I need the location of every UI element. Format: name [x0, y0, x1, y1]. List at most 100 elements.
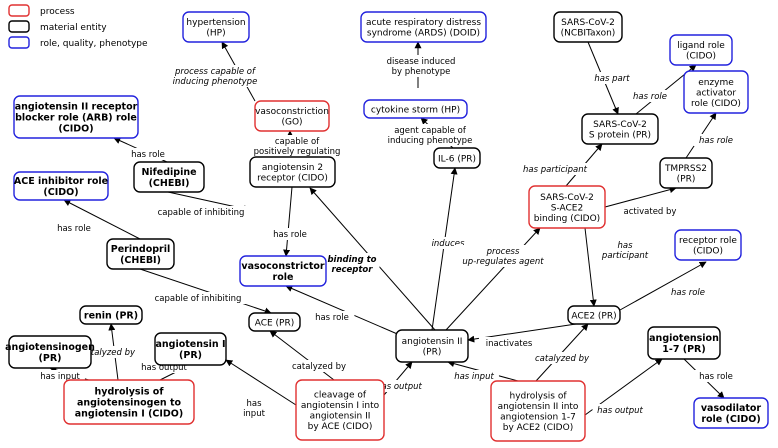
node-perindopril: Perindopril(CHEBI) [106, 238, 175, 270]
edge-label: induces [432, 239, 465, 249]
node-nifedipine: Nifedipine(CHEBI) [133, 161, 205, 193]
node-box [79, 305, 143, 325]
edge-label: by phenotype [392, 67, 451, 77]
node-vasoconstriction: vasoconstriction(GO) [254, 100, 330, 132]
node-label: (CIDO) [686, 52, 716, 62]
node-label: (NCBITaxon) [561, 29, 616, 39]
edge-label-background [594, 239, 656, 261]
node-box [553, 11, 623, 43]
node-box [133, 161, 205, 193]
node-label: (PR) [423, 348, 442, 358]
edge-binding-ace2 [584, 227, 597, 307]
edge-label: receptor [332, 265, 374, 275]
node-il6: IL-6 (PR) [433, 147, 481, 169]
edge-label-background [693, 134, 739, 146]
node-label: angiotensin I (CIDO) [75, 408, 183, 419]
node-box [13, 95, 139, 139]
edge-label-background [589, 72, 635, 84]
edge-label: has role [273, 230, 307, 240]
node-box [106, 238, 175, 270]
edge-label-background [167, 65, 263, 87]
edge-label: capable of [275, 137, 320, 147]
node-label: vasodilator [701, 403, 762, 414]
edge-label: process capable of [174, 67, 257, 77]
edge-per-aceinh [63, 199, 141, 240]
node-box [295, 379, 385, 441]
node-label: role [273, 272, 294, 283]
node-label: receptor (CIDO) [257, 174, 328, 184]
edge-label: has input [40, 372, 80, 382]
node-label: cleavage of [314, 391, 367, 401]
node-label: (HP) [206, 29, 225, 39]
edge-label: has [246, 399, 262, 409]
edge-label-background [627, 90, 673, 102]
node-label: angiotension 1-7 [500, 413, 576, 423]
edge-label: has role [699, 136, 733, 146]
edge-label: process [486, 247, 520, 257]
node-box [433, 147, 481, 169]
node-box [363, 99, 468, 119]
node-label: S-ACE2 [551, 203, 583, 213]
edge-label: has output [376, 382, 422, 392]
edge-label: has output [141, 363, 187, 373]
node-box [490, 380, 586, 442]
edge-label: has role [699, 372, 733, 382]
edge-label-background [382, 124, 478, 146]
edge-label-background [380, 55, 462, 77]
node-label: binding (CIDO) [534, 214, 600, 224]
node-ace: ACE (PR) [248, 312, 301, 332]
node-label: syndrome (ARDS) (DOID) [367, 29, 480, 39]
edge-label-background [455, 245, 551, 267]
node-ligand-role: ligand role(CIDO) [669, 34, 733, 66]
node-box [63, 379, 195, 425]
legend-label: process [40, 7, 75, 17]
node-label: ACE inhibitor role [14, 176, 108, 187]
node-box [239, 255, 327, 287]
node-label: SARS-CoV-2 [540, 193, 594, 203]
edge-label: has [617, 241, 633, 251]
edge-label-background [478, 337, 540, 349]
edge-label-background [371, 380, 427, 392]
edge-label: has participant [523, 165, 588, 175]
nodes-layer: hypertension(HP)acute respiratory distre… [5, 11, 769, 442]
node-box [581, 113, 659, 145]
node-cytokine-storm: cytokine storm (HP) [363, 99, 468, 119]
edge-label: catalyzed by [535, 354, 590, 364]
node-label: hydrolysis of [510, 392, 568, 402]
legend-swatch-material [8, 20, 30, 33]
edge-label-background [514, 163, 596, 175]
node-label: (PR) [677, 175, 696, 185]
node-box [248, 312, 301, 332]
node-label: S protein (PR) [589, 131, 651, 141]
node-angiotensinogen: angiotensinogen(PR) [5, 335, 95, 369]
node-label: (CIDO) [58, 123, 93, 134]
node-label: cytokine storm (HP) [371, 105, 460, 115]
node-label: (PR) [39, 353, 62, 364]
edge-label: has role [315, 313, 349, 323]
node-box [154, 332, 227, 366]
node-sars-cov-2: SARS-CoV-2(NCBITaxon) [553, 11, 623, 43]
edge-label-background [617, 205, 683, 217]
node-box [683, 70, 749, 114]
node-label: role (CIDO) [691, 99, 741, 109]
node-label: by ACE2 (CIDO) [503, 423, 573, 433]
node-tmprss2: TMPRSS2(PR) [659, 157, 713, 189]
node-box [659, 157, 713, 189]
edge-label: participant [601, 251, 649, 261]
node-label: ACE (PR) [255, 318, 295, 328]
edge-label: disease induced [387, 57, 456, 67]
edge-label-background [286, 360, 352, 372]
edge-label: has part [594, 74, 630, 84]
